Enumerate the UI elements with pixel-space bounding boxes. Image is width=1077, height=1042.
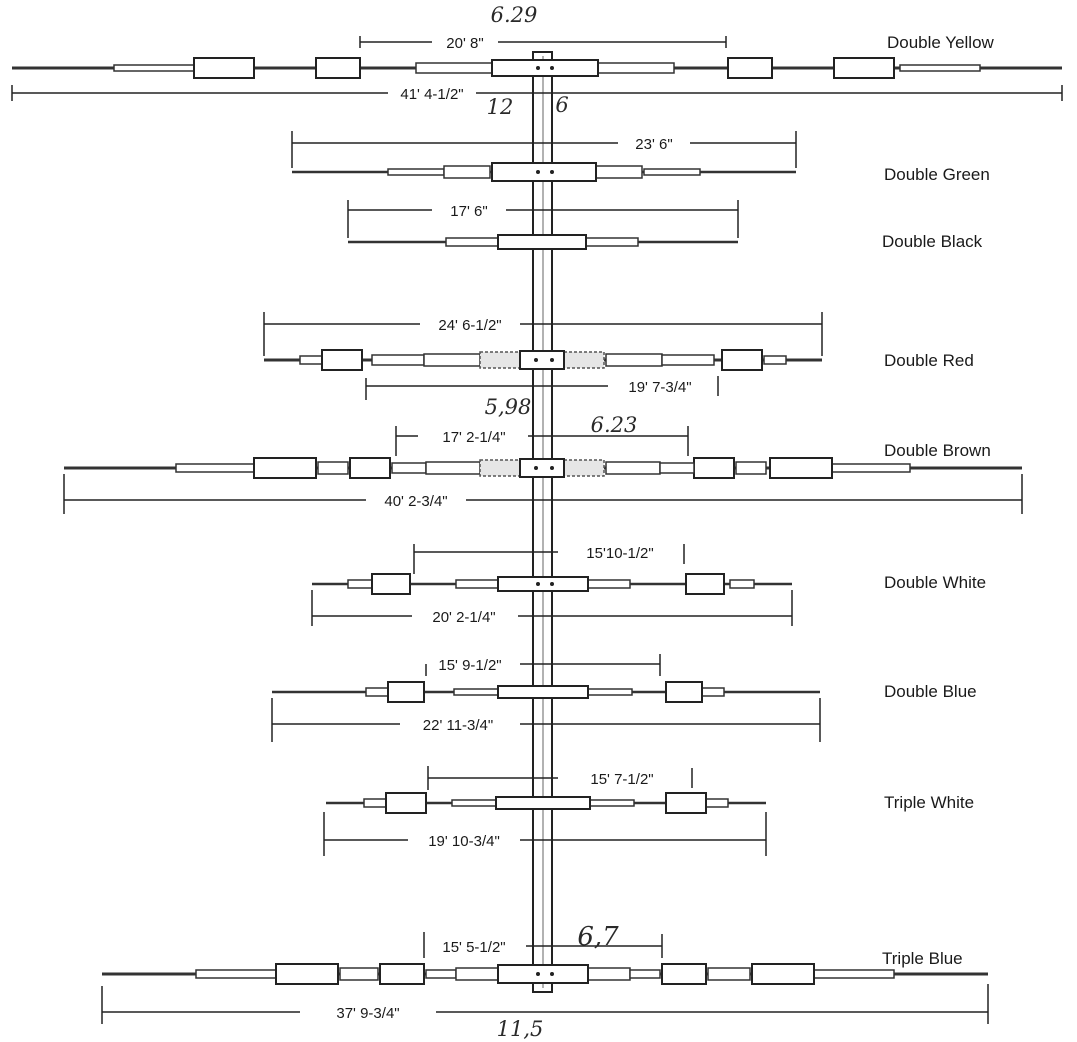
element-triple-white: 15' 7-1/2" 19' 10-3/4" Triple White: [323, 766, 974, 856]
dim-label: 17' 6": [450, 203, 487, 220]
element-label: Double Blue: [884, 682, 977, 701]
handwritten-note: 6.29: [491, 3, 538, 27]
dim-label: 22' 11-3/4": [423, 717, 493, 734]
element-triple-blue: 15' 5-1/2" 37' 9-3/4" Triple Blue: [101, 932, 989, 1024]
handwritten-note: 6.23: [591, 413, 638, 437]
element-label: Double Red: [884, 351, 974, 370]
element-label: Double Green: [884, 165, 990, 184]
dim-label: 17' 2-1/4": [442, 429, 505, 446]
dim-label: 19' 10-3/4": [428, 833, 500, 850]
element-double-blue: 15' 9-1/2" 22' 11-3/4" Double Blue: [271, 654, 977, 742]
element-double-black: 17' 6" Double Black: [347, 200, 983, 251]
dim-label: 15'10-1/2": [586, 545, 653, 562]
element-double-yellow: 20' 8" 41' 4-1/2" Double Yellow: [11, 33, 1063, 103]
dim-label: 15' 9-1/2": [438, 657, 501, 674]
handwritten-notes: 6.29 12 6 5,98 6.23 6,7 11,5: [485, 3, 638, 1041]
dim-label: 41' 4-1/2": [400, 86, 463, 103]
dim-label: 20' 2-1/4": [432, 609, 495, 626]
dim-label: 24' 6-1/2": [438, 317, 501, 334]
handwritten-note: 5,98: [485, 395, 532, 419]
element-label: Triple White: [884, 793, 974, 812]
handwritten-note: 12: [487, 95, 514, 119]
element-label: Double Black: [882, 232, 983, 251]
element-double-white: 15'10-1/2" 20' 2-1/4" Double White: [311, 544, 986, 626]
element-label: Double Yellow: [887, 33, 995, 52]
dim-label: 40' 2-3/4": [384, 493, 447, 510]
dim-label: 23' 6": [635, 136, 672, 153]
dim-label: 19' 7-3/4": [628, 379, 691, 396]
element-double-green: 23' 6" Double Green: [291, 131, 990, 184]
boom: [532, 51, 553, 993]
element-double-red: 24' 6-1/2" 19' 7-3/4" Double Red: [263, 312, 974, 400]
element-label: Double White: [884, 573, 986, 592]
dim-label: 15' 5-1/2": [442, 939, 505, 956]
handwritten-note: 6,7: [577, 922, 619, 952]
element-double-brown: 17' 2-1/4" 40' 2-3/4" Double Brown: [63, 426, 1023, 514]
handwritten-note: 11,5: [497, 1017, 544, 1041]
handwritten-note: 6: [555, 93, 568, 117]
dim-label: 37' 9-3/4": [336, 1005, 399, 1022]
dim-label: 15' 7-1/2": [590, 771, 653, 788]
element-label: Double Brown: [884, 441, 991, 460]
element-label: Triple Blue: [882, 949, 963, 968]
dim-label: 20' 8": [446, 35, 483, 52]
